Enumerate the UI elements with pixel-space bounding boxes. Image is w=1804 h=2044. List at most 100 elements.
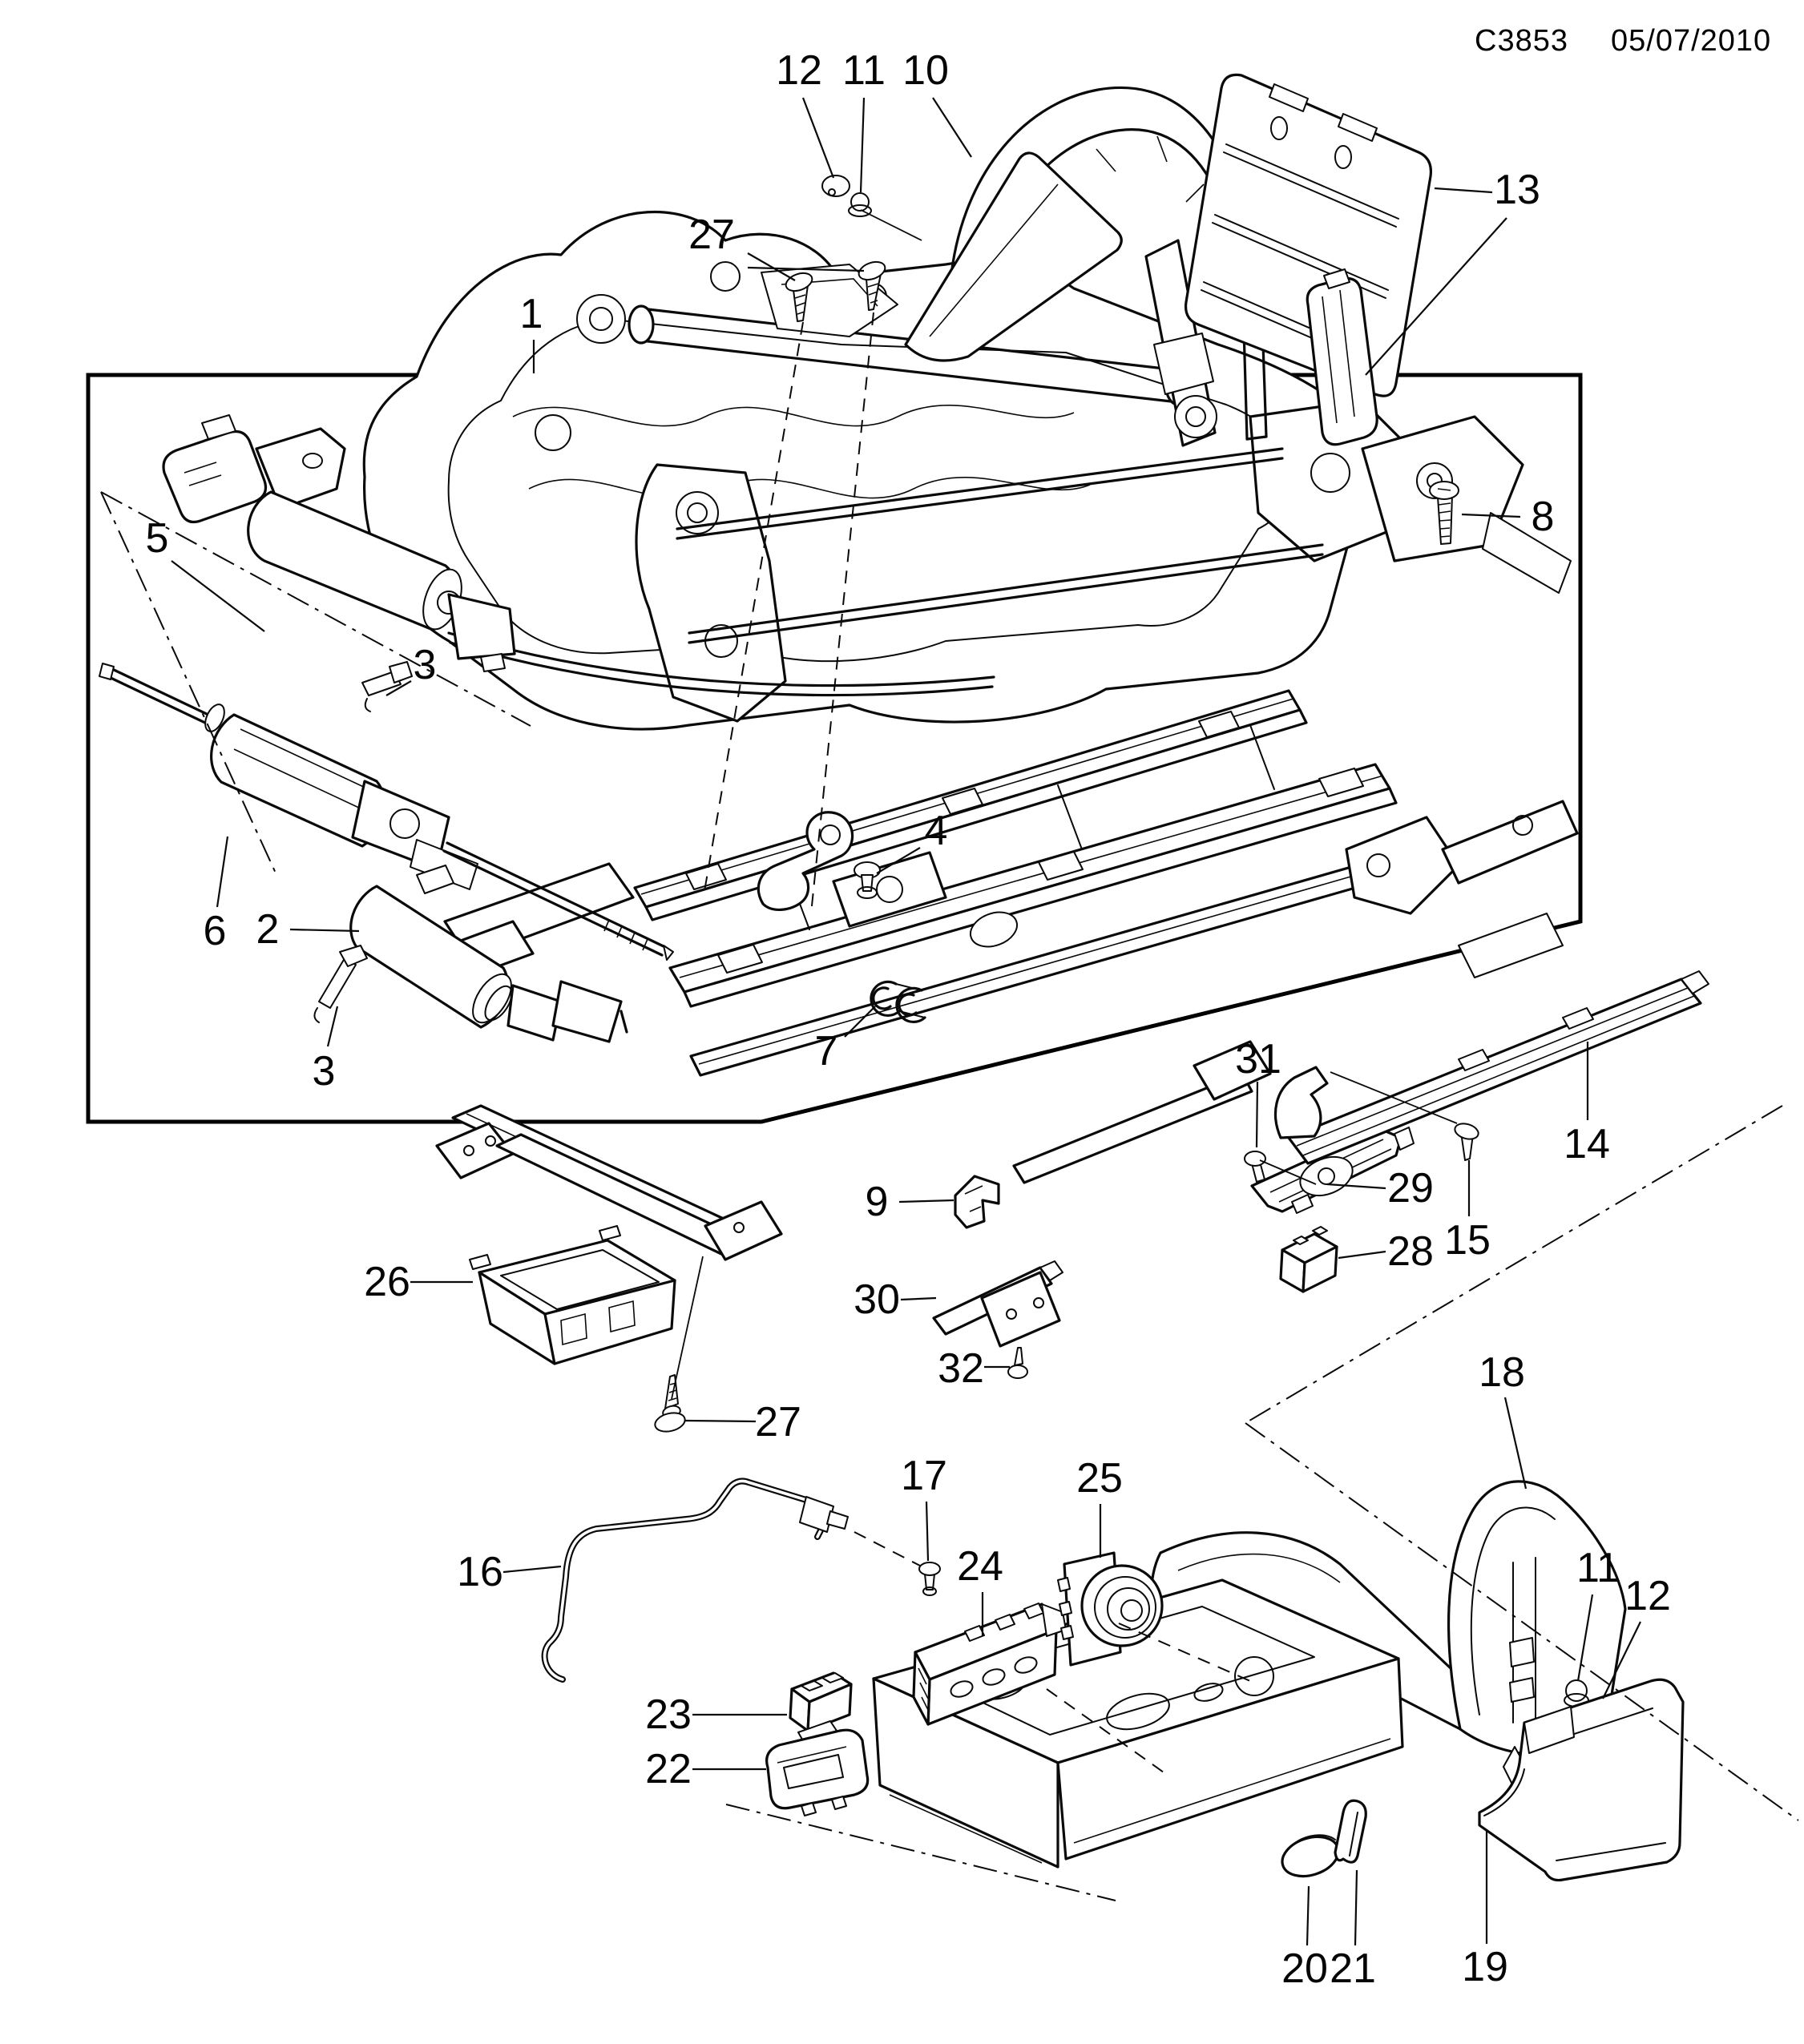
guide-line-4 [100, 491, 278, 877]
callout-label-16-27: 16 [457, 1549, 503, 1595]
guide-line-3 [100, 491, 531, 727]
grommet-11-top [848, 192, 872, 217]
callout-label-14-18: 14 [1564, 1121, 1610, 1167]
screw-15 [1454, 1123, 1479, 1161]
bezel-22 [765, 1728, 870, 1816]
figure-date: 05/07/2010 [1611, 24, 1772, 58]
callout-label-17-28: 17 [901, 1453, 947, 1499]
screws-27-top [785, 260, 886, 322]
callout-2-leader-0 [289, 928, 360, 933]
callout-18-leader-0 [1503, 1397, 1528, 1490]
trim-panel-19 [1478, 1678, 1685, 1882]
callout-label-22-32: 22 [645, 1746, 692, 1792]
handle-21 [1334, 1799, 1367, 1864]
callout-label-13-5: 13 [1494, 167, 1540, 213]
callout-label-8-6: 8 [1532, 494, 1555, 540]
guide-line-8 [1118, 1623, 1251, 1682]
callout-label-29-15: 29 [1387, 1165, 1434, 1211]
callout-8-leader-0 [1461, 513, 1521, 518]
callout-11-leader-0 [1576, 1594, 1594, 1682]
back-panel-13 [1184, 73, 1433, 446]
callout-label-27-3: 27 [688, 212, 735, 258]
callout-label-30-23: 30 [854, 1276, 900, 1323]
floor-bracket-rails [435, 1040, 1272, 1261]
switch-25 [1057, 1551, 1164, 1667]
callout-9-leader-0 [898, 1199, 954, 1203]
callout-label-15-17: 15 [1444, 1217, 1491, 1264]
callout-12-leader-0 [1602, 1621, 1641, 1699]
callout-28-leader-0 [1338, 1250, 1386, 1260]
lever-4 [757, 811, 881, 911]
callout-30-leader-0 [900, 1296, 937, 1301]
callout-label-11-20: 11 [1576, 1545, 1620, 1591]
callout-6-leader-0 [216, 836, 229, 908]
tray-26 [469, 1225, 676, 1365]
callout-label-23-31: 23 [645, 1691, 692, 1738]
callout-label-3-8: 3 [414, 642, 437, 688]
callout-13-leader-1 [1365, 217, 1507, 376]
guide-line-11 [1259, 1159, 1317, 1185]
screw-31 [1244, 1151, 1266, 1183]
callout-label-12-21: 12 [1624, 1573, 1671, 1619]
guide-line-13 [860, 209, 922, 241]
cap-20 [1281, 1834, 1340, 1878]
callout-27-leader-1 [747, 266, 865, 272]
callout-label-12-0: 12 [776, 47, 822, 94]
seat-track-assembly [435, 689, 1579, 1077]
bracket-30 [932, 1260, 1063, 1348]
callout-label-21-34: 21 [1330, 1945, 1376, 1992]
callout-13-leader-0 [1434, 187, 1493, 194]
motor-5 [162, 414, 516, 672]
rail-14 [1273, 970, 1709, 1165]
callout-16-leader-0 [502, 1565, 562, 1574]
pin-3-lower [313, 945, 368, 1023]
guide-line-12 [1330, 1071, 1458, 1124]
callout-20-leader-0 [1306, 1885, 1310, 1946]
guide-line-6 [1245, 1422, 1799, 1821]
callout-label-10-2: 10 [902, 47, 949, 94]
seat-valance [872, 1578, 1404, 1869]
callout-label-31-14: 31 [1235, 1036, 1281, 1082]
callout-label-3-11: 3 [313, 1048, 336, 1095]
callout-17-leader-0 [925, 1501, 930, 1562]
guide-line-9 [1046, 1688, 1164, 1773]
callout-label-27-26: 27 [755, 1399, 801, 1445]
callout-21-leader-0 [1354, 1869, 1358, 1946]
callout-3-leader-0 [385, 680, 412, 696]
screw-27-bottom [654, 1374, 686, 1433]
callout-label-25-29: 25 [1076, 1455, 1123, 1502]
callout-label-18-19: 18 [1479, 1349, 1525, 1396]
clip-17 [918, 1562, 941, 1596]
clip-12-top [821, 175, 850, 197]
callout-7-leader-0 [844, 1006, 876, 1038]
callout-label-5-7: 5 [146, 515, 169, 562]
module-28 [1279, 1226, 1338, 1293]
switch-24 [912, 1603, 1067, 1726]
guide-line-5 [1245, 1105, 1783, 1424]
callout-12-leader-0 [801, 97, 835, 179]
guide-line-1 [810, 312, 874, 914]
motor-6 [99, 663, 674, 961]
callout-10-leader-0 [932, 97, 972, 158]
clip-9 [954, 1175, 1000, 1229]
callout-label-19-35: 19 [1462, 1944, 1508, 1990]
guide-line-0 [703, 321, 804, 897]
callout-label-1-4: 1 [520, 291, 543, 337]
callout-label-28-16: 28 [1387, 1228, 1434, 1275]
callout-label-20-33: 20 [1281, 1945, 1328, 1992]
screw-8 [1429, 481, 1459, 545]
callout-label-32-24: 32 [938, 1345, 984, 1392]
callout-label-7-13: 7 [815, 1028, 838, 1074]
tube-16 [541, 1478, 849, 1683]
motor-2 [349, 865, 628, 1043]
callout-5-leader-0 [171, 560, 265, 632]
figure-code: C3853 [1475, 24, 1568, 58]
guide-line-10 [671, 1256, 704, 1400]
callout-3-leader-0 [326, 1006, 339, 1047]
callout-11-leader-0 [859, 97, 866, 193]
callout-29-leader-0 [1326, 1183, 1386, 1190]
callout-label-11-1: 11 [842, 47, 886, 94]
